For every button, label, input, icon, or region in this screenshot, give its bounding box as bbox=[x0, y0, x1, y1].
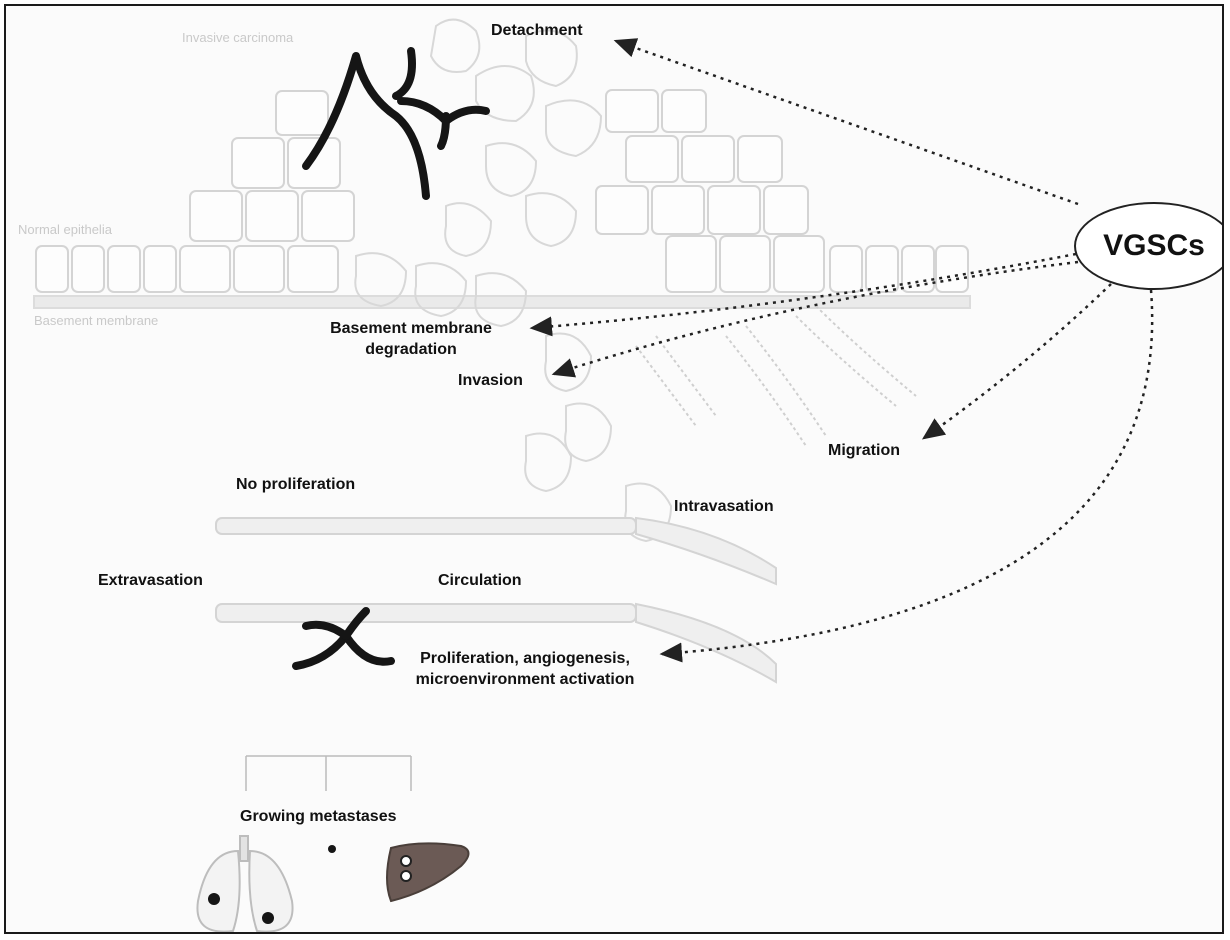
label-growing-metastases: Growing metastases bbox=[240, 808, 397, 826]
label-invasive-carcinoma: Invasive carcinoma bbox=[182, 30, 293, 45]
label-extravasation: Extravasation bbox=[98, 572, 203, 590]
label-basement-membrane-degradation: Basement membrane degradation bbox=[306, 318, 516, 360]
arrow-to-proliferation bbox=[662, 290, 1152, 654]
label-intravasation: Intravasation bbox=[674, 498, 774, 516]
figure-frame: Invasive carcinoma Normal epithelia Base… bbox=[4, 4, 1224, 934]
label-proliferation: Proliferation, angiogenesis, microenviro… bbox=[380, 648, 670, 690]
ecm-fibres bbox=[636, 306, 916, 446]
epithelium-illustration bbox=[34, 20, 970, 932]
label-invasion: Invasion bbox=[458, 372, 523, 390]
label-detachment: Detachment bbox=[491, 22, 583, 40]
liver-icon bbox=[387, 843, 469, 901]
metastasis-dot bbox=[328, 845, 336, 853]
label-normal-epithelia: Normal epithelia bbox=[18, 222, 112, 237]
diagram-canvas bbox=[6, 6, 1224, 934]
label-basement-membrane: Basement membrane bbox=[34, 313, 158, 328]
lungs-icon bbox=[197, 836, 292, 932]
vgscs-node: VGSCs bbox=[1074, 202, 1224, 290]
label-no-proliferation: No proliferation bbox=[236, 476, 355, 494]
label-migration: Migration bbox=[828, 442, 900, 460]
carcinoma-cells bbox=[190, 90, 808, 241]
label-circulation: Circulation bbox=[438, 572, 522, 590]
normal-epithelia-cells bbox=[36, 236, 968, 292]
organ-arrows bbox=[246, 756, 411, 791]
